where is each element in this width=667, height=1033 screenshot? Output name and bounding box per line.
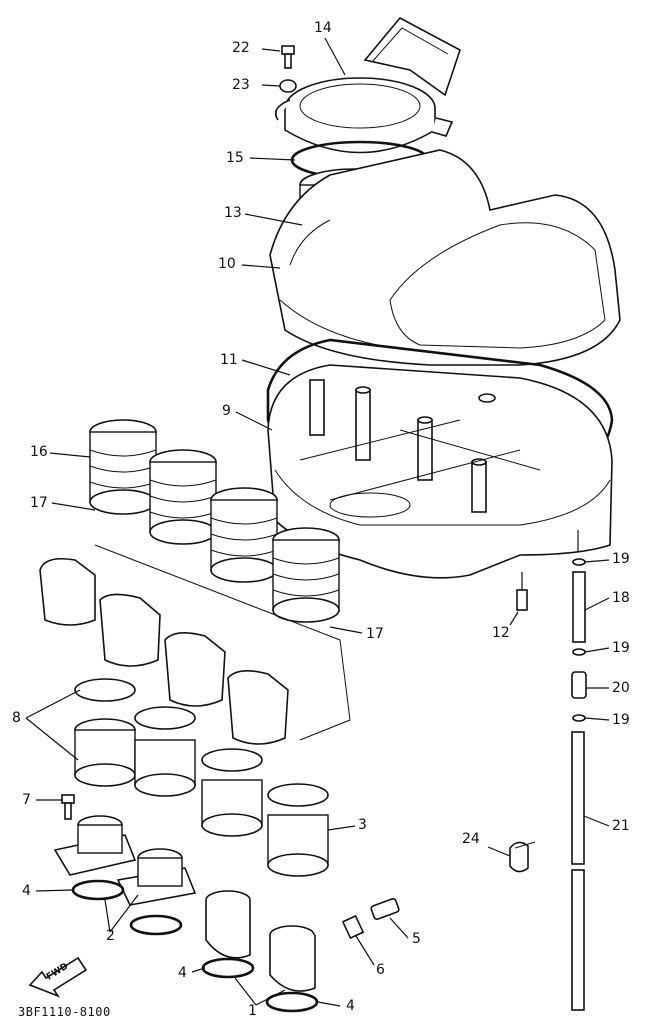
callout-24: 24 [462, 831, 480, 847]
callout-19-top: 19 [612, 551, 630, 567]
callout-17-lower: 17 [366, 626, 384, 642]
fitting-part-5 [370, 898, 400, 920]
callout-14: 14 [314, 20, 332, 36]
washer-part-23 [279, 79, 297, 93]
bolt-part-7 [61, 794, 75, 820]
callout-6: 6 [376, 962, 385, 978]
callout-5: 5 [412, 931, 421, 947]
drain-hose-assembly [571, 558, 587, 1011]
screw-part-12 [516, 572, 528, 611]
carb-joints-part-16 [89, 419, 340, 623]
clamp-joints-part-8 [74, 678, 329, 877]
forward-arrow-icon [28, 956, 88, 998]
callout-22: 22 [232, 40, 250, 56]
clip-part-6 [341, 914, 365, 940]
callout-4-left: 4 [22, 883, 31, 899]
carb-joints-part-1 [205, 890, 316, 992]
callout-3: 3 [358, 817, 367, 833]
lower-airbox-part-9 [267, 364, 613, 579]
callout-10: 10 [218, 256, 236, 272]
drawing-code: 3BF1110-8100 [18, 1005, 111, 1019]
callout-16: 16 [30, 444, 48, 460]
callout-23: 23 [232, 77, 250, 93]
callout-9: 9 [222, 403, 231, 419]
callout-4-right: 4 [346, 998, 355, 1014]
callout-12: 12 [492, 625, 510, 641]
callout-1: 1 [248, 1003, 257, 1019]
callout-11: 11 [220, 352, 238, 368]
callout-18: 18 [612, 590, 630, 606]
callout-20: 20 [612, 680, 630, 696]
callout-7: 7 [22, 792, 31, 808]
callout-8: 8 [12, 710, 21, 726]
upper-airbox-part-10 [269, 149, 621, 366]
callout-19-bottom: 19 [612, 712, 630, 728]
leader-lines [25, 37, 610, 1007]
callout-2: 2 [106, 928, 115, 944]
air-duct-part-14 [274, 16, 461, 154]
carburetor-bodies [39, 544, 351, 745]
intake-joints-part-2 [53, 815, 197, 906]
o-rings-part-4 [71, 879, 319, 1013]
callout-19-middle: 19 [612, 640, 630, 656]
screw-part-22 [281, 45, 295, 69]
callout-15: 15 [226, 150, 244, 166]
callout-4-middle: 4 [178, 965, 187, 981]
callout-13: 13 [224, 205, 242, 221]
callout-17-upper: 17 [30, 495, 48, 511]
clamp-part-24 [509, 841, 536, 873]
callout-21: 21 [612, 818, 630, 834]
